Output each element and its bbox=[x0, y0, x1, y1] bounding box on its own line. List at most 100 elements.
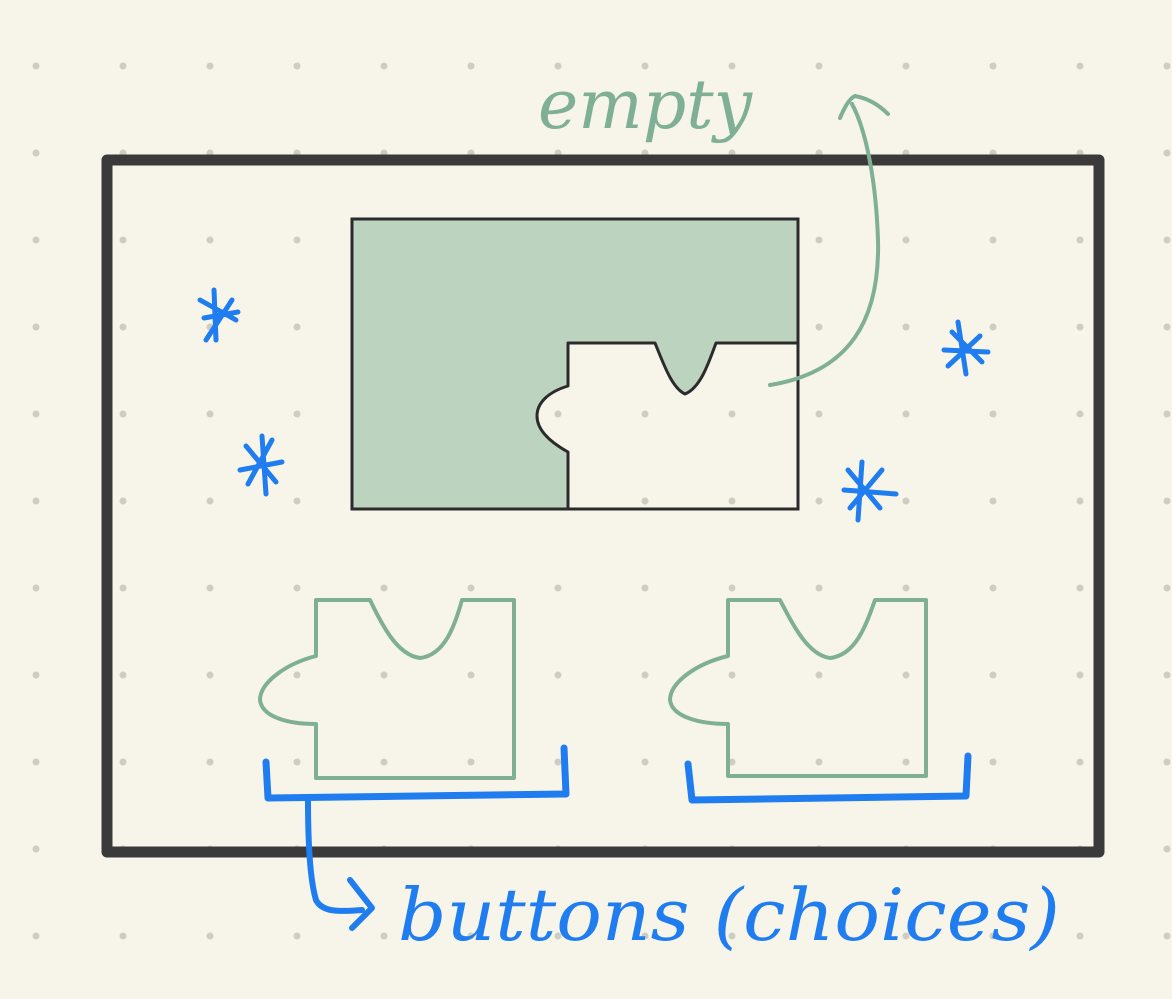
arrow-head-icon bbox=[347, 877, 375, 931]
grid-dot bbox=[815, 236, 823, 244]
grid-dot bbox=[554, 758, 562, 766]
grid-dot bbox=[554, 584, 562, 592]
grid-dot bbox=[1163, 845, 1171, 853]
grid-dot bbox=[1163, 758, 1171, 766]
grid-dot bbox=[1163, 497, 1171, 505]
dot-grid bbox=[32, 62, 1171, 940]
grid-dot bbox=[380, 758, 388, 766]
grid-dot bbox=[902, 323, 910, 331]
grid-dot bbox=[32, 584, 40, 592]
button-bracket bbox=[684, 752, 972, 804]
grid-dot bbox=[119, 62, 127, 70]
grid-dot bbox=[467, 758, 475, 766]
grid-dot bbox=[206, 758, 214, 766]
grid-dot bbox=[119, 758, 127, 766]
grid-dot bbox=[989, 932, 997, 940]
grid-dot bbox=[1163, 932, 1171, 940]
grid-dot bbox=[815, 323, 823, 331]
grid-dot bbox=[380, 584, 388, 592]
grid-dot bbox=[32, 671, 40, 679]
grid-dot bbox=[815, 410, 823, 418]
grid-dot bbox=[206, 671, 214, 679]
grid-dot bbox=[1163, 236, 1171, 244]
grid-dot bbox=[1076, 62, 1084, 70]
grid-dot bbox=[1163, 323, 1171, 331]
grid-dot bbox=[641, 932, 649, 940]
empty-label: empty bbox=[538, 66, 754, 145]
grid-dot bbox=[815, 671, 823, 679]
grid-dot bbox=[293, 236, 301, 244]
grid-dot bbox=[293, 932, 301, 940]
grid-dot bbox=[728, 497, 736, 505]
grid-dot bbox=[1163, 584, 1171, 592]
grid-dot bbox=[206, 584, 214, 592]
star-icon bbox=[941, 319, 991, 377]
choice-button-1[interactable] bbox=[258, 598, 570, 802]
grid-dot bbox=[815, 62, 823, 70]
grid-dot bbox=[380, 671, 388, 679]
puzzle-tab bbox=[655, 343, 716, 393]
choice-button-2[interactable] bbox=[668, 598, 972, 804]
grid-dot bbox=[119, 497, 127, 505]
grid-dot bbox=[728, 584, 736, 592]
star-icon bbox=[841, 459, 899, 523]
grid-dot bbox=[380, 62, 388, 70]
grid-dot bbox=[1076, 410, 1084, 418]
grid-dot bbox=[467, 584, 475, 592]
grid-dot bbox=[119, 584, 127, 592]
grid-dot bbox=[293, 671, 301, 679]
grid-dot bbox=[728, 410, 736, 418]
grid-dot bbox=[815, 758, 823, 766]
grid-dot bbox=[1076, 497, 1084, 505]
grid-dot bbox=[293, 497, 301, 505]
star-icon bbox=[237, 433, 285, 497]
grid-dot bbox=[554, 410, 562, 418]
grid-dot bbox=[989, 671, 997, 679]
grid-dot bbox=[554, 932, 562, 940]
button-bracket bbox=[262, 744, 570, 802]
grid-dot bbox=[206, 236, 214, 244]
arrow-right-icon bbox=[305, 797, 365, 914]
grid-dot bbox=[989, 236, 997, 244]
grid-dot bbox=[902, 932, 910, 940]
grid-dot bbox=[902, 410, 910, 418]
grid-dot bbox=[32, 323, 40, 331]
grid-dot bbox=[902, 497, 910, 505]
grid-dot bbox=[1076, 758, 1084, 766]
grid-dot bbox=[206, 62, 214, 70]
grid-dot bbox=[641, 62, 649, 70]
grid-dot bbox=[380, 932, 388, 940]
grid-dot bbox=[293, 410, 301, 418]
grid-dot bbox=[467, 671, 475, 679]
grid-dot bbox=[989, 758, 997, 766]
grid-dot bbox=[32, 497, 40, 505]
grid-dot bbox=[1163, 149, 1171, 157]
grid-dot bbox=[467, 932, 475, 940]
grid-dot bbox=[293, 758, 301, 766]
grid-dot bbox=[206, 497, 214, 505]
grid-dot bbox=[989, 323, 997, 331]
grid-dot bbox=[32, 758, 40, 766]
puzzle-board bbox=[350, 217, 800, 511]
arrow-head-icon bbox=[838, 94, 890, 120]
grid-dot bbox=[1076, 932, 1084, 940]
grid-dot bbox=[815, 932, 823, 940]
screen-frame bbox=[101, 154, 1105, 858]
puzzle-board-outline bbox=[350, 217, 800, 511]
puzzle-piece-option bbox=[258, 598, 516, 780]
grid-dot bbox=[902, 62, 910, 70]
grid-dot bbox=[32, 845, 40, 853]
grid-dot bbox=[815, 497, 823, 505]
grid-dot bbox=[641, 758, 649, 766]
grid-dot bbox=[467, 62, 475, 70]
grid-dot bbox=[119, 932, 127, 940]
grid-dot bbox=[293, 62, 301, 70]
grid-dot bbox=[1076, 236, 1084, 244]
grid-dot bbox=[1163, 671, 1171, 679]
grid-dot bbox=[641, 410, 649, 418]
grid-dot bbox=[32, 149, 40, 157]
empty-slot-outline bbox=[535, 341, 798, 509]
grid-dot bbox=[1076, 323, 1084, 331]
grid-dot bbox=[902, 671, 910, 679]
